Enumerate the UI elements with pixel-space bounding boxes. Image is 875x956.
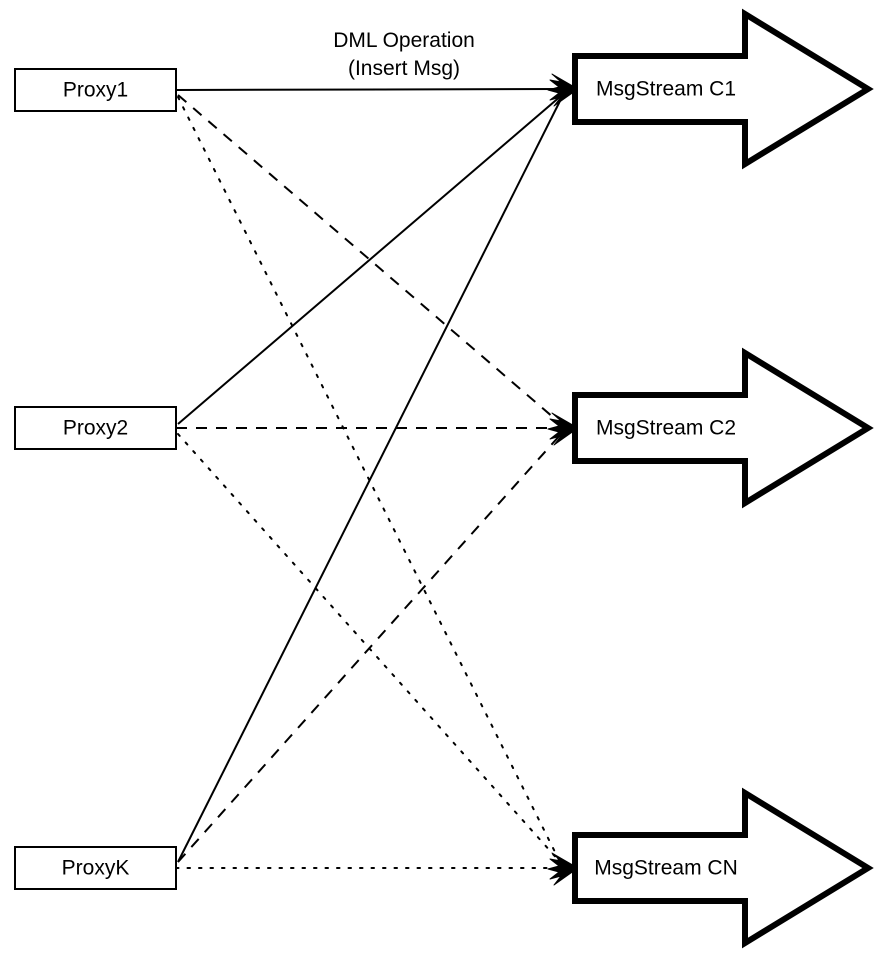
proxy-box-rect: [14, 406, 177, 450]
flow-edge-p1-c1: [175, 88, 563, 91]
msgstream-node-c1[interactable]: MsgStream C1: [572, 8, 874, 170]
msgstream-label: MsgStream CN: [594, 857, 738, 880]
msgstream-arrow-shape: [572, 787, 874, 949]
flow-edge-pk-c2: [177, 433, 562, 863]
edge-annotation: DML Operation (Insert Msg): [333, 29, 475, 80]
arrowhead-head-c2: [547, 412, 579, 446]
msgstream-nodes-layer: MsgStream C1 MsgStream C2 MsgStream CN: [572, 8, 874, 949]
proxy-label: Proxy1: [63, 79, 128, 102]
flow-edge-pk-c1: [177, 96, 563, 863]
proxy-label: Proxy2: [63, 417, 128, 440]
msgstream-label: MsgStream C1: [596, 78, 736, 101]
edge-annotation-line1: DML Operation: [333, 29, 475, 52]
msgstream-node-cn[interactable]: MsgStream CN: [572, 787, 874, 949]
proxy-box-rect: [14, 68, 177, 112]
edge-annotation-line2: (Insert Msg): [348, 57, 460, 80]
proxy-label: ProxyK: [62, 857, 130, 880]
proxy-node-proxy1[interactable]: Proxy1: [14, 68, 177, 112]
proxy-box-rect: [14, 846, 177, 890]
arrowhead-head-cn: [547, 852, 579, 886]
proxy-node-proxyk[interactable]: ProxyK: [14, 846, 177, 890]
msgstream-arrow-shape: [572, 347, 874, 509]
flow-edge-p1-c2: [177, 94, 562, 425]
proxy-node-proxy2[interactable]: Proxy2: [14, 406, 177, 450]
arrowheads-layer: [547, 73, 579, 886]
arrowhead-head-c1: [547, 73, 579, 107]
msgstream-arrow-shape: [572, 8, 874, 170]
msgstream-node-c2[interactable]: MsgStream C2: [572, 347, 874, 509]
flow-edge-p2-c1: [177, 94, 563, 425]
edges-layer: [175, 88, 563, 869]
msgstream-label: MsgStream C2: [596, 417, 736, 440]
